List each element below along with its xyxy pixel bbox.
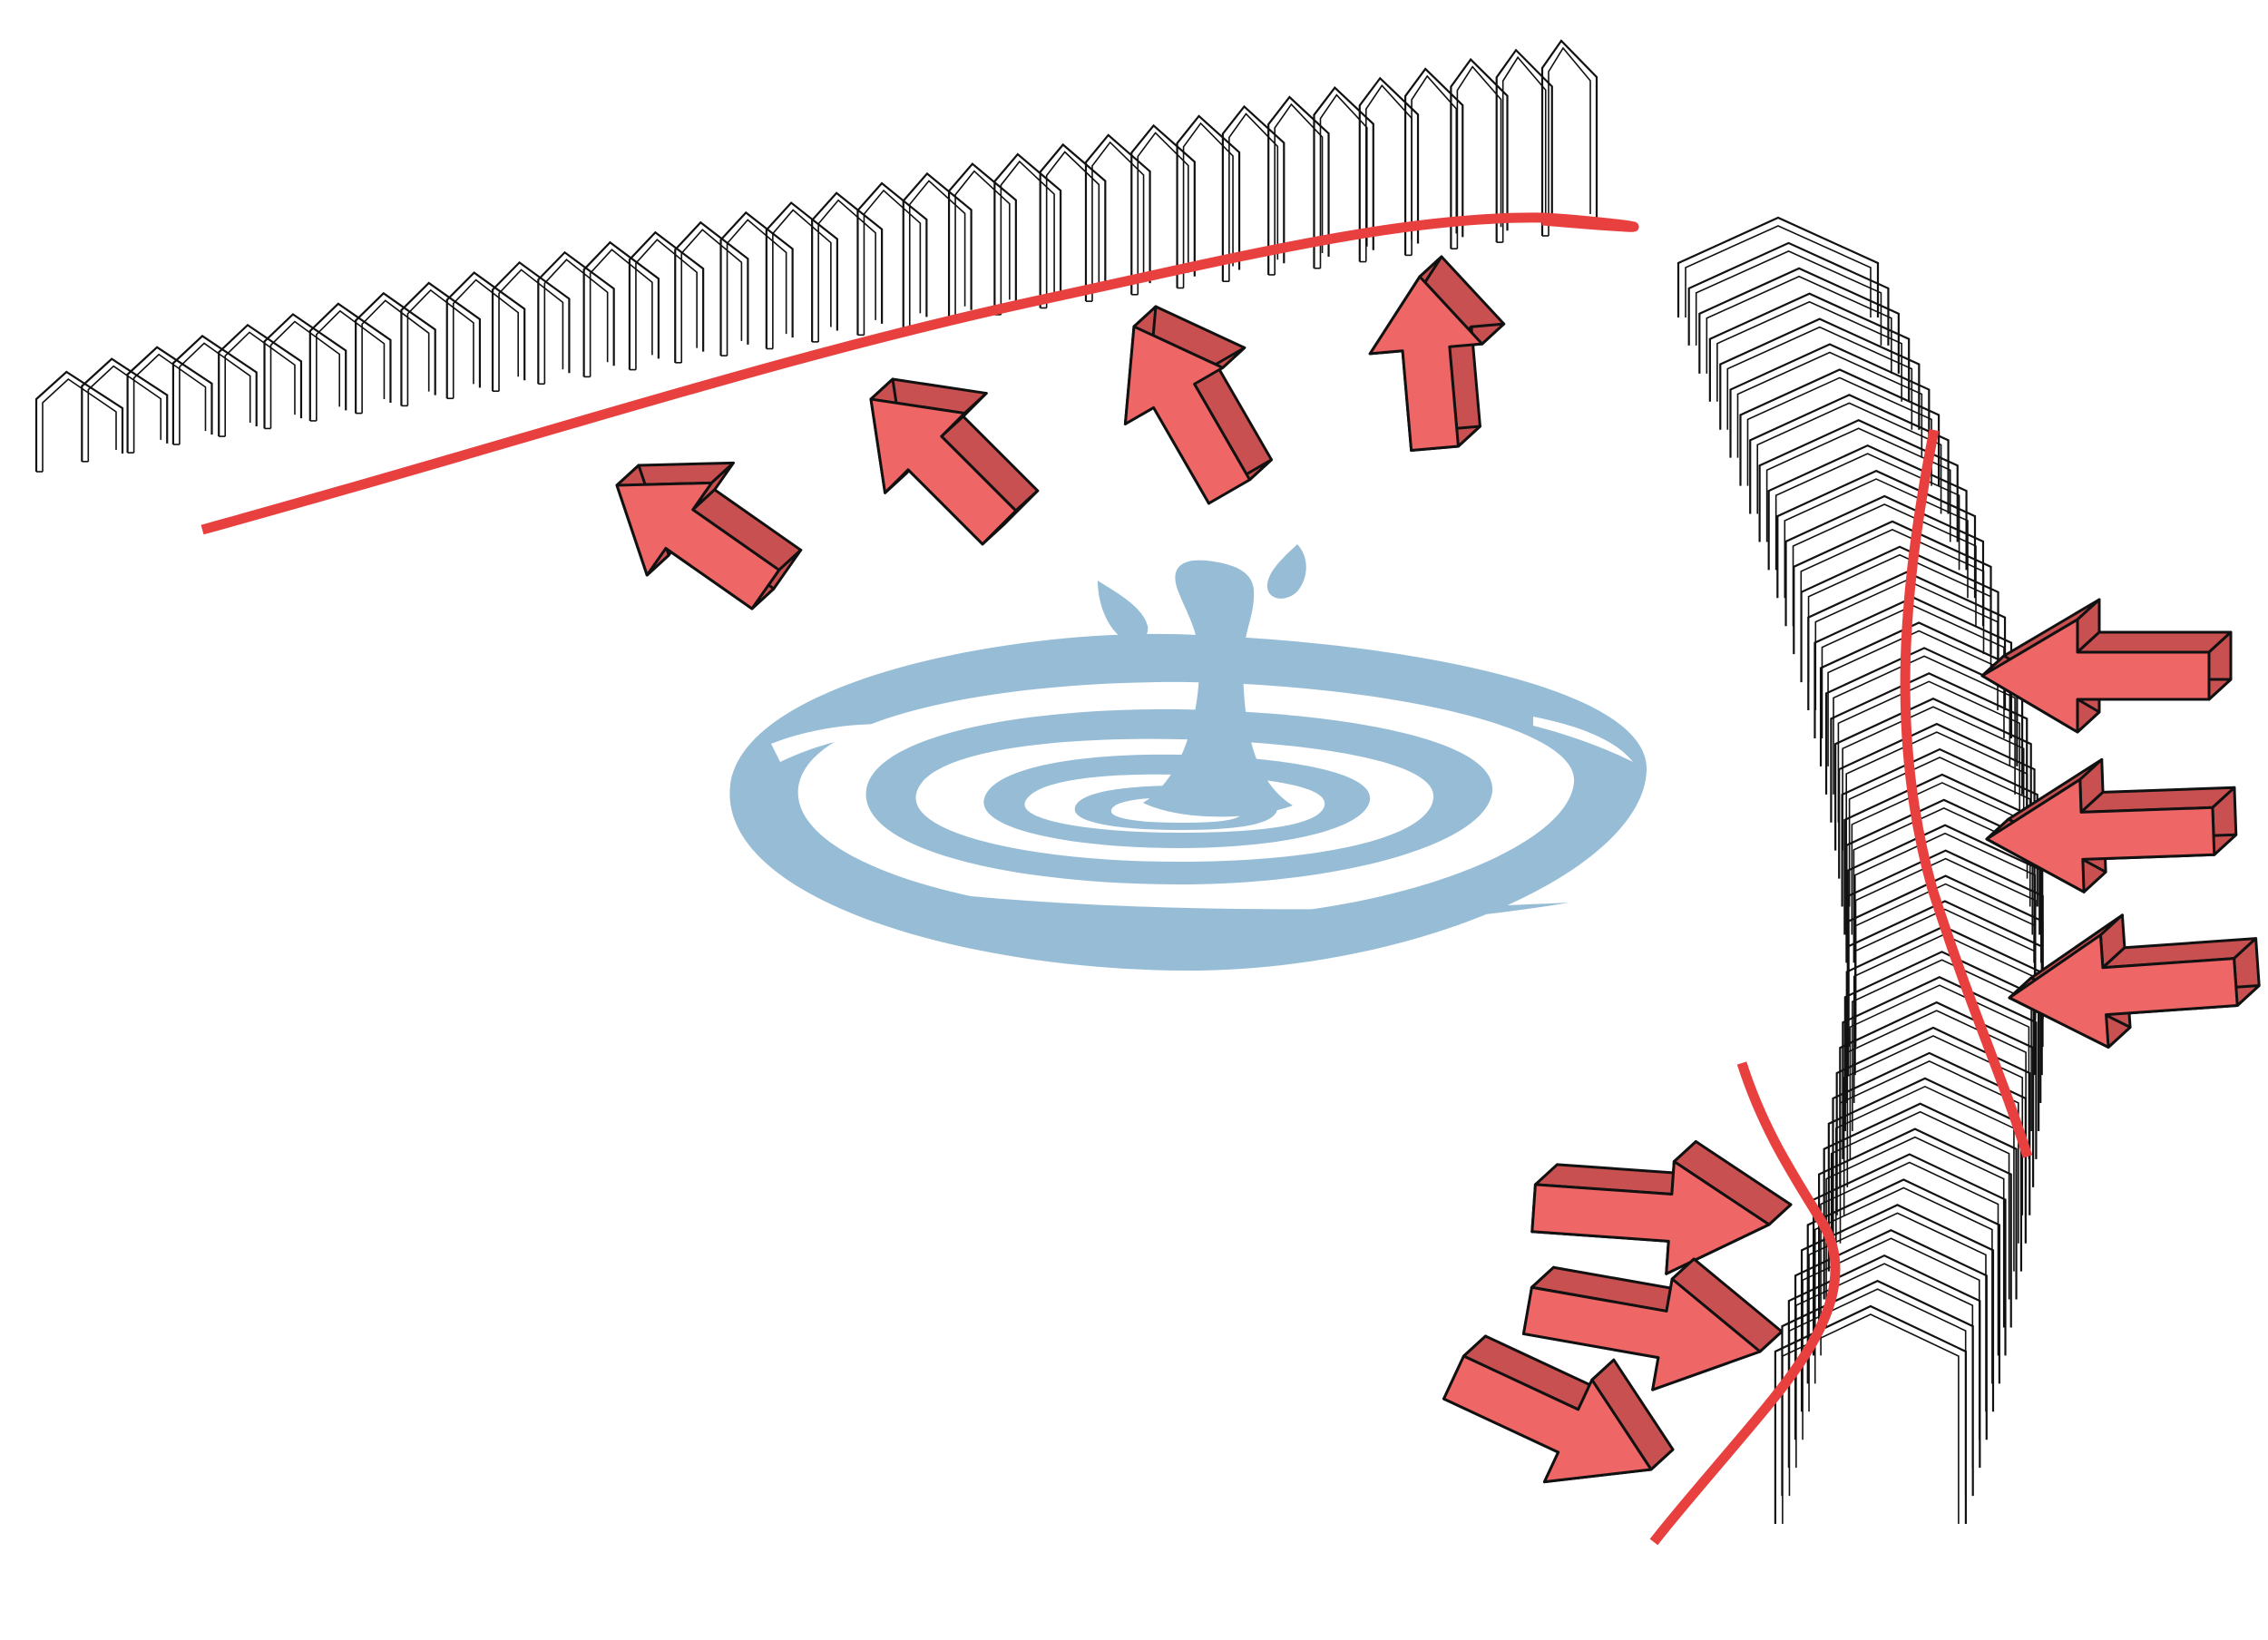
force-arrow-right — [1982, 600, 2231, 732]
top-frame — [904, 173, 972, 327]
right-frame — [1777, 471, 1975, 598]
water-ripple-icon — [729, 544, 1647, 971]
right-frame — [1789, 1255, 1980, 1468]
top-frame — [630, 232, 703, 369]
top-frame — [36, 372, 122, 472]
right-force-arrows — [1982, 600, 2259, 1048]
upper-force-arrows — [617, 257, 1504, 609]
top-frame — [1542, 41, 1597, 236]
top-frame — [493, 262, 569, 391]
force-arrow-lower — [1532, 1142, 1791, 1274]
top-frame — [584, 242, 659, 376]
top-frame — [812, 193, 882, 342]
top-frame — [538, 252, 613, 384]
top-frame — [128, 347, 212, 453]
top-frame — [949, 164, 1016, 322]
right-frame — [1678, 218, 1878, 317]
force-arrow-upper — [1370, 257, 1504, 451]
force-arrow-right — [2009, 915, 2259, 1048]
lower-force-arrows — [1443, 1142, 1791, 1482]
top-frame — [767, 203, 837, 349]
right-frame — [1814, 598, 2011, 738]
top-frame — [265, 315, 347, 429]
force-arrow-lower — [1523, 1259, 1782, 1390]
splash-droplet-right — [1267, 544, 1306, 599]
right-frame — [1782, 1281, 1972, 1496]
top-frame — [356, 293, 435, 413]
top-frame — [994, 154, 1061, 315]
top-frame — [675, 222, 748, 363]
top-frame — [857, 183, 926, 335]
top-frame-structure — [36, 41, 1597, 472]
top-frame — [82, 359, 167, 462]
force-arrow-upper — [1125, 307, 1271, 503]
right-frame — [1775, 1306, 1966, 1524]
force-arrow-upper — [871, 379, 1038, 544]
top-frame — [447, 273, 524, 399]
top-frame — [401, 283, 480, 405]
top-frame — [173, 336, 257, 444]
top-frame — [721, 212, 793, 356]
top-frame — [219, 325, 301, 436]
force-arrow-upper — [617, 463, 801, 609]
force-arrow-lower — [1443, 1336, 1673, 1482]
top-frame — [310, 304, 391, 421]
